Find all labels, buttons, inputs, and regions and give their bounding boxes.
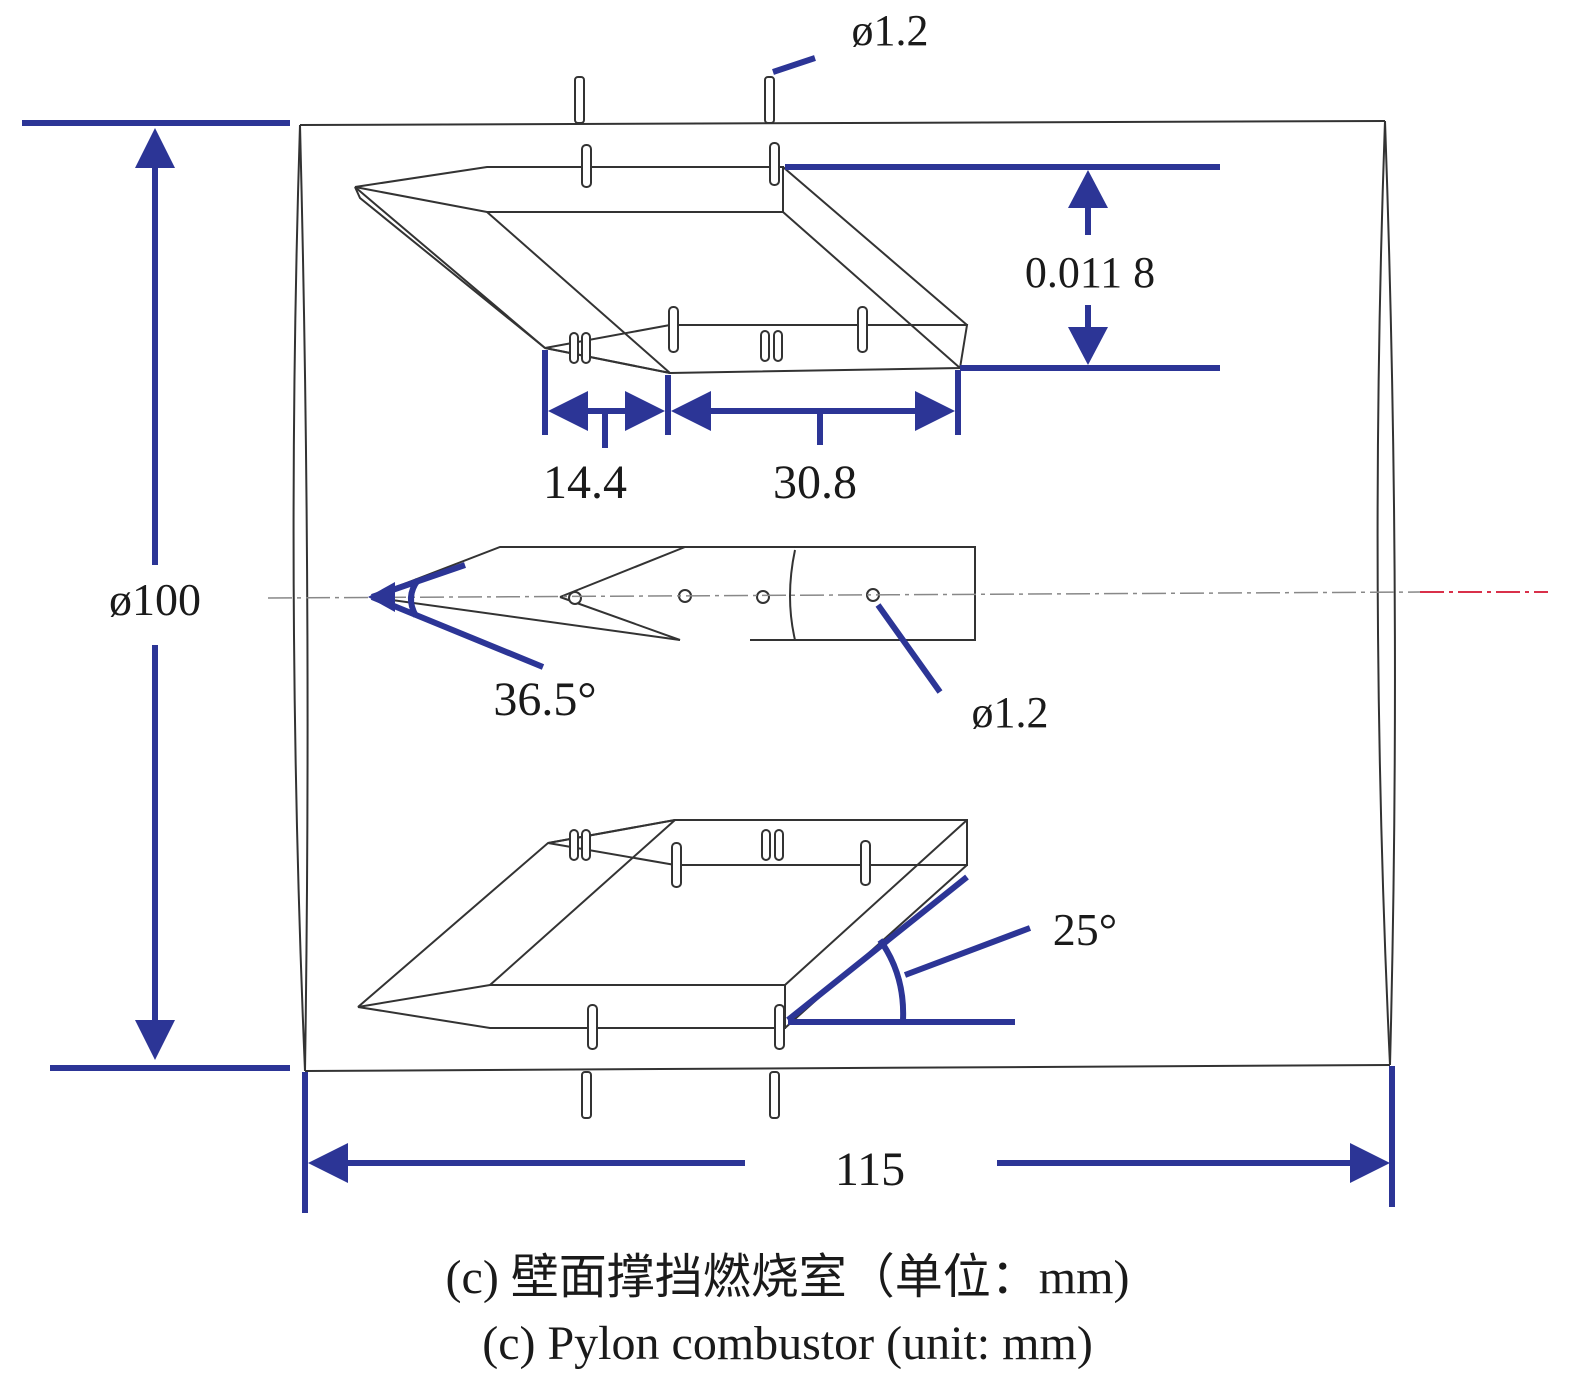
top-hole-diameter-label: ø1.2 — [852, 6, 929, 55]
lower-pylon-holes — [569, 829, 871, 1119]
back-length-label: 30.8 — [773, 456, 857, 509]
combustor-length-label: 115 — [835, 1143, 905, 1196]
combustor-outline — [292, 120, 1396, 1072]
dimension-lines — [22, 55, 1395, 1213]
diameter-label: ø100 — [109, 574, 201, 625]
ramp-angle-label: 25° — [1053, 904, 1117, 955]
lower-pylon — [357, 819, 968, 1029]
caption-chinese: (c) 壁面撑挡燃烧室（单位：mm) — [445, 1251, 1130, 1304]
pylon-height-label: 0.011 8 — [1025, 248, 1155, 297]
half-angle-label: 36.5° — [493, 673, 596, 726]
centerline — [267, 591, 1548, 599]
upper-pylon — [354, 166, 969, 375]
caption-english: (c) Pylon combustor (unit: mm) — [482, 1317, 1093, 1370]
side-hole-diameter-label: ø1.2 — [972, 688, 1049, 737]
middle-pylon — [369, 546, 976, 641]
upper-pylon-holes — [569, 76, 868, 364]
dimension-arrowheads — [135, 128, 1390, 1183]
front-length-label: 14.4 — [543, 456, 627, 509]
